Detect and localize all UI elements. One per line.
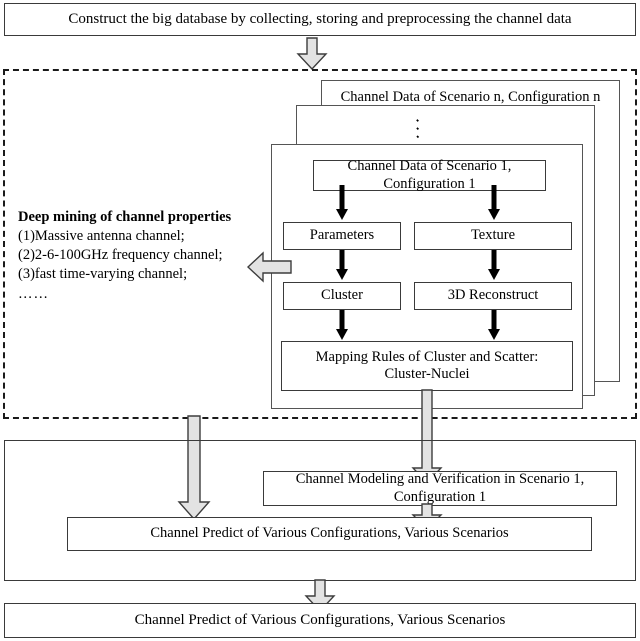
deep-mining-item-1: (1)Massive antenna channel; (18, 228, 185, 245)
channel-data-scenario1-line2: Configuration 1 (383, 175, 476, 192)
deep-mining-text-block: Deep mining of channel properties (1)Mas… (18, 208, 231, 304)
deep-mining-item-4: …… (18, 285, 49, 302)
black-arrow-3d-to-mapping (486, 310, 502, 342)
black-arrow-to-parameters (334, 185, 350, 221)
scenario-n-card-label: Channel Data of Scenario n, Configuratio… (340, 89, 601, 105)
parameters-box: Parameters (283, 222, 401, 250)
channel-modeling-line1: Channel Modeling and Verification in Sce… (295, 471, 585, 488)
channel-modeling-line2: Configuration 1 (393, 488, 487, 505)
deep-mining-item-3: (3)fast time-varying channel; (18, 266, 188, 283)
texture-box: Texture (414, 222, 572, 250)
channel-data-scenario1-box: Channel Data of Scenario 1, Configuratio… (313, 158, 546, 192)
lower-section-container (4, 440, 636, 581)
texture-label: Texture (470, 227, 516, 244)
channel-modeling-box: Channel Modeling and Verification in Sce… (263, 471, 617, 506)
final-channel-predict-box: Channel Predict of Various Configuration… (4, 603, 636, 638)
black-arrow-cluster-to-mapping (334, 310, 350, 342)
channel-data-scenario1-line1: Channel Data of Scenario 1, (347, 158, 512, 175)
deep-mining-item-2: (2)2-6-100GHz frequency channel; (18, 247, 223, 264)
construct-database-box: Construct the big database by collecting… (4, 3, 636, 36)
black-arrow-to-texture (486, 185, 502, 221)
black-arrow-to-cluster (334, 250, 350, 282)
gray-arrow-left-deep-mining (246, 251, 292, 283)
mapping-rules-box: Mapping Rules of Cluster and Scatter: Cl… (281, 341, 573, 391)
3d-reconstruct-box: 3D Reconstruct (414, 282, 572, 310)
mapping-rules-line1: Mapping Rules of Cluster and Scatter: (315, 348, 539, 365)
construct-database-label: Construct the big database by collecting… (68, 10, 572, 27)
parameters-label: Parameters (309, 227, 375, 244)
deep-mining-dashed-region (3, 69, 637, 419)
cluster-box: Cluster (283, 282, 401, 310)
cluster-label: Cluster (321, 287, 363, 304)
black-arrow-to-3d-reconstruct (486, 250, 502, 282)
deep-mining-heading: Deep mining of channel properties (18, 209, 232, 225)
gray-arrow-down-top (296, 37, 328, 71)
scenario-ellipsis: ⋰ (404, 115, 431, 142)
channel-predict-inner-label: Channel Predict of Various Configuration… (150, 525, 509, 542)
mapping-rules-line2: Cluster-Nuclei (384, 366, 470, 382)
channel-predict-inner-box: Channel Predict of Various Configuration… (67, 517, 592, 551)
3d-reconstruct-label: 3D Reconstruct (447, 287, 539, 304)
gray-arrow-down-left-long (177, 415, 211, 521)
final-channel-predict-label: Channel Predict of Various Configuration… (134, 611, 506, 628)
